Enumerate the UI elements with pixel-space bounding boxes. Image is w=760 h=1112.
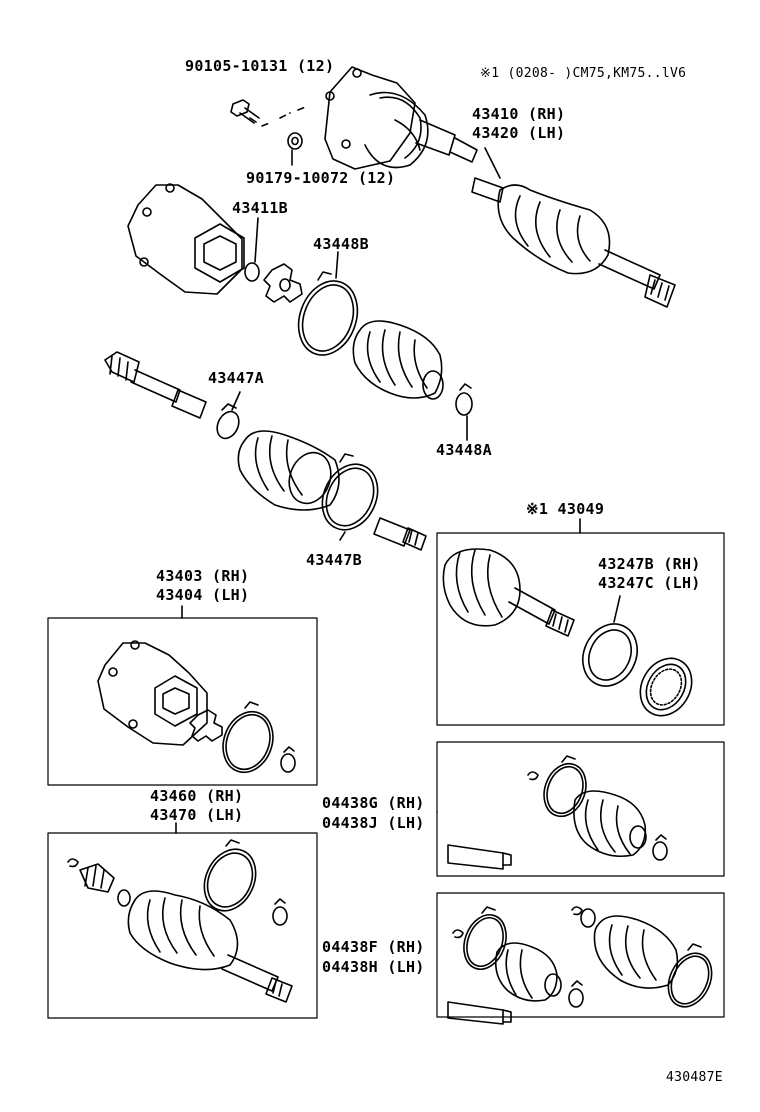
label-43420: 43420 (LH) [472, 124, 566, 142]
boot-kit-04438f [447, 906, 713, 1025]
boot-clamp-43447a [216, 403, 240, 440]
clamp-43403 [222, 701, 296, 774]
label-43470: 43470 (LH) [150, 806, 244, 824]
boot-clamp-43448b [297, 271, 359, 356]
note-applicability: ※1 (0208- )CM75,KM75..lV6 [480, 66, 687, 81]
box-43403 [47, 617, 318, 786]
label-43410: 43410 (RH) [472, 105, 566, 123]
leader-43247 [613, 595, 621, 623]
label-43448b: 43448B [313, 235, 369, 253]
snap-ring-43411b [244, 262, 260, 282]
outboard-boot [237, 430, 340, 511]
tripod-joint [263, 263, 303, 303]
label-43448a: 43448A [436, 441, 492, 459]
tripod-43403 [189, 709, 223, 742]
intermediate-shaft [104, 351, 207, 419]
label-90179: 90179-10072 (12) [246, 169, 396, 187]
label-43404: 43404 (LH) [156, 586, 250, 604]
label-43411b: 43411B [232, 199, 288, 217]
label-04438f: 04438F (RH) [322, 938, 425, 956]
outboard-joint-43049 [442, 548, 575, 637]
label-04438j: 04438J (LH) [322, 814, 425, 832]
outboard-joint-stub [373, 517, 427, 551]
housing-43403 [97, 640, 208, 746]
leader-43447b [339, 531, 346, 541]
label-43247b: 43247B (RH) [598, 555, 701, 573]
shaft-assembly-43460 [67, 858, 293, 1003]
label-43447a: 43447A [208, 369, 264, 387]
nut-90179 [287, 132, 303, 150]
clamp-43460 [203, 839, 288, 926]
leader-shaft [484, 147, 501, 179]
figure-code: 430487E [666, 1070, 723, 1085]
dust-deflector [639, 657, 693, 717]
label-43403: 43403 (RH) [156, 567, 250, 585]
leader-43411b [254, 217, 259, 263]
boot-kit-04438g [447, 755, 668, 870]
label-43247c: 43247C (LH) [598, 574, 701, 592]
label-04438g: 04438G (RH) [322, 794, 425, 812]
label-90105: 90105-10131 (12) [185, 57, 335, 75]
top-joint-housing [324, 66, 478, 170]
drive-shaft-assembly [471, 177, 676, 308]
inboard-boot [352, 320, 444, 400]
boot-clamp-43447b [321, 453, 379, 531]
label-43460: 43460 (RH) [150, 787, 244, 805]
label-43049: ※1 43049 [526, 500, 605, 518]
leader-43447a [231, 391, 241, 411]
boot-clamp-43448a [455, 383, 473, 416]
abs-ring-43247 [582, 623, 638, 687]
box-04438f [436, 892, 725, 1018]
box-43460 [47, 832, 318, 1019]
leader-dashed [261, 105, 309, 127]
label-04438h: 04438H (LH) [322, 958, 425, 976]
leader-43448b [335, 251, 339, 279]
box-04438g [436, 741, 725, 877]
inboard-housing [127, 183, 245, 295]
label-43447b: 43447B [306, 551, 362, 569]
bolt-90105 [230, 99, 260, 124]
